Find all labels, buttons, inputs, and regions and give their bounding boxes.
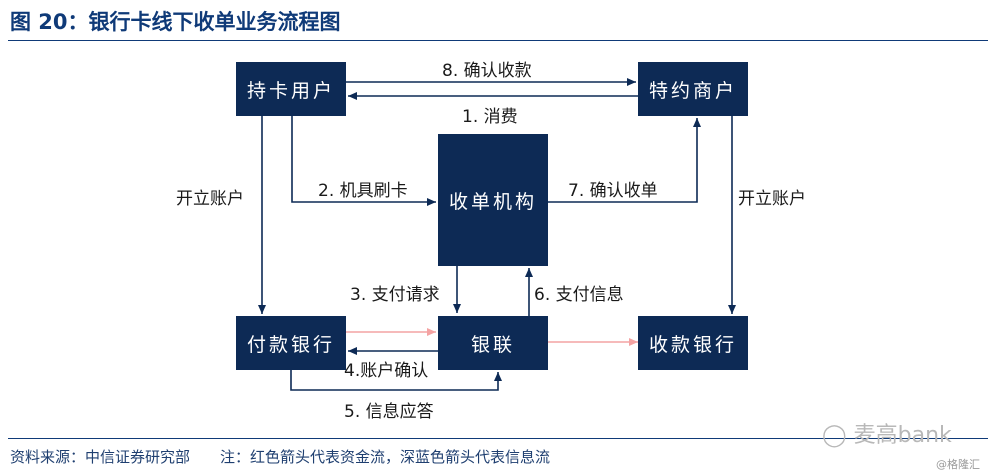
- label-pay-info: 6. 支付信息: [534, 285, 624, 305]
- footer-rule: [8, 438, 988, 439]
- label-pay-request: 3. 支付请求: [350, 285, 440, 305]
- label-open-account-left: 开立账户: [176, 189, 244, 209]
- node-receiving-bank: 收款银行: [638, 316, 748, 370]
- watermark-text: 麦高bank: [853, 423, 952, 448]
- footer: 资料来源：中信证券研究部 注：红色箭头代表资金流，深蓝色箭头代表信息流: [10, 446, 550, 467]
- node-acquirer: 收单机构: [438, 134, 548, 266]
- title-rule: [8, 40, 988, 41]
- label-info-reply: 5. 信息应答: [344, 402, 434, 422]
- node-unionpay: 银联: [438, 316, 548, 370]
- label-open-account-right: 开立账户: [738, 189, 806, 209]
- chat-bubble-icon: ◯: [822, 423, 847, 448]
- source-note: 资料来源：中信证券研究部: [10, 448, 191, 466]
- label-account-confirm: 4.账户确认: [344, 361, 429, 381]
- figure-title: 图 20：银行卡线下收单业务流程图: [10, 10, 341, 34]
- watermark-sub: @格隆汇: [936, 458, 980, 471]
- watermark: ◯ 麦高bank: [822, 417, 952, 449]
- node-cardholder: 持卡用户: [236, 62, 346, 116]
- arrow-confirm-acquire: [548, 118, 701, 203]
- label-confirm-receipt: 8. 确认收款: [442, 61, 532, 81]
- legend-note: 注：红色箭头代表资金流，深蓝色箭头代表信息流: [220, 448, 551, 466]
- label-consume: 1. 消费: [462, 107, 518, 127]
- arrow-info-reply: [290, 370, 502, 391]
- node-paying-bank: 付款银行: [236, 316, 346, 370]
- label-swipe: 2. 机具刷卡: [318, 181, 408, 201]
- node-merchant: 特约商户: [638, 62, 748, 116]
- arrow-swipe: [291, 116, 436, 206]
- label-confirm-acquire: 7. 确认收单: [568, 181, 658, 201]
